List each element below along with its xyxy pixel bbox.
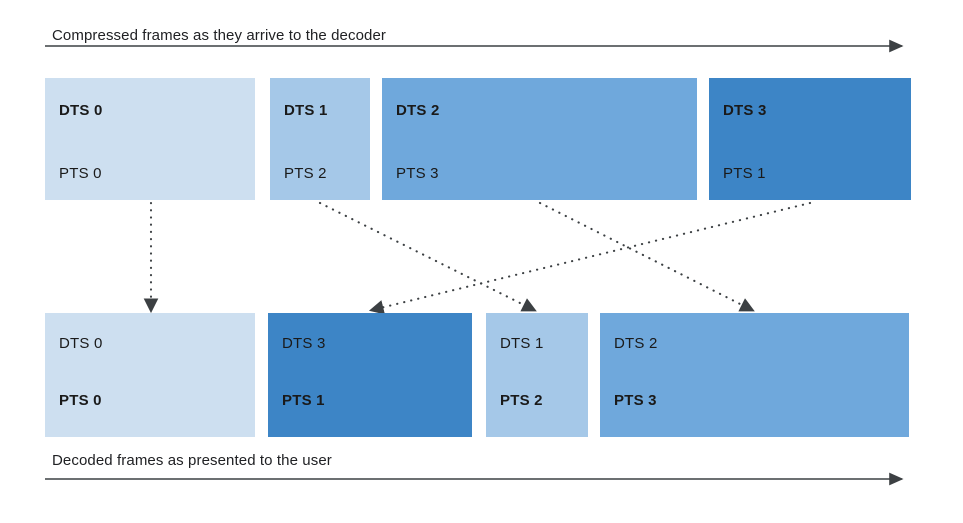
frame-pts-label: PTS 1 xyxy=(723,165,766,182)
frame-pts-label: PTS 2 xyxy=(500,392,543,409)
decoded-frame-1[interactable]: DTS 3 PTS 1 xyxy=(268,313,472,437)
compressed-frame-0[interactable]: DTS 0 PTS 0 xyxy=(45,78,255,200)
bottom-axis-label: Decoded frames as presented to the user xyxy=(52,452,332,469)
frame-dts-label: DTS 3 xyxy=(723,102,767,119)
frame-dts-label: DTS 0 xyxy=(59,335,103,352)
frame-dts-label: DTS 1 xyxy=(284,102,328,119)
decoded-frame-0[interactable]: DTS 0 PTS 0 xyxy=(45,313,255,437)
dts3-to-pts1 xyxy=(368,201,812,315)
top-axis-label: Compressed frames as they arrive to the … xyxy=(52,27,387,44)
dts2-to-pts3 xyxy=(538,201,755,312)
decoded-frame-3[interactable]: DTS 2 PTS 3 xyxy=(600,313,909,437)
top-axis-arrow xyxy=(45,39,904,53)
frame-pts-label: PTS 2 xyxy=(284,165,327,182)
frame-dts-label: DTS 2 xyxy=(614,335,658,352)
bottom-axis-arrow xyxy=(45,472,904,486)
frame-dts-label: DTS 3 xyxy=(282,335,326,352)
frame-dts-label: DTS 2 xyxy=(396,102,440,119)
compressed-frame-3[interactable]: DTS 3 PTS 1 xyxy=(709,78,911,200)
frame-pts-label: PTS 3 xyxy=(614,392,657,409)
decoded-frame-2[interactable]: DTS 1 PTS 2 xyxy=(486,313,588,437)
frame-dts-label: DTS 1 xyxy=(500,335,544,352)
frame-pts-label: PTS 3 xyxy=(396,165,439,182)
compressed-frame-1[interactable]: DTS 1 PTS 2 xyxy=(270,78,370,200)
frame-dts-label: DTS 0 xyxy=(59,102,103,119)
frame-pts-label: PTS 1 xyxy=(282,392,325,409)
dts1-to-pts2 xyxy=(318,201,537,312)
frame-pts-label: PTS 0 xyxy=(59,392,102,409)
frame-pts-label: PTS 0 xyxy=(59,165,102,182)
compressed-frame-2[interactable]: DTS 2 PTS 3 xyxy=(382,78,697,200)
